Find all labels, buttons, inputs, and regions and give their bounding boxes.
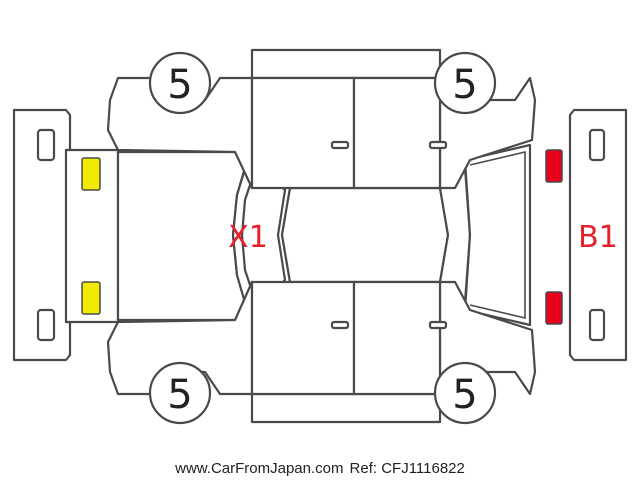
wheel-rear-right: 5 [433, 361, 497, 425]
rear-bumper [568, 108, 628, 362]
wheel-rear-left-grade: 5 [452, 62, 477, 108]
footer-reference: www.CarFromJapan.com Ref: CFJ1116822 [174, 460, 465, 477]
wheel-front-right: 5 [148, 361, 212, 425]
footer-ref: Ref: CFJ1116822 [350, 460, 465, 477]
front-bumper [12, 108, 72, 362]
wheel-rear-right-grade: 5 [452, 372, 477, 418]
trunk [463, 143, 532, 327]
right-side-body [106, 280, 537, 424]
wheel-front-right-grade: 5 [167, 372, 192, 418]
rear-damage-mark: B1 [578, 220, 618, 255]
rear-light-top [545, 149, 563, 183]
roof-damage-mark: X1 [228, 220, 268, 255]
wheel-front-left-grade: 5 [167, 62, 192, 108]
wheel-rear-left: 5 [433, 51, 497, 115]
front-light-top [81, 157, 101, 191]
footer-site: www.CarFromJapan.com [174, 460, 343, 477]
rear-light-bottom [545, 291, 563, 325]
wheel-front-left: 5 [148, 51, 212, 115]
front-light-bottom [81, 281, 101, 315]
